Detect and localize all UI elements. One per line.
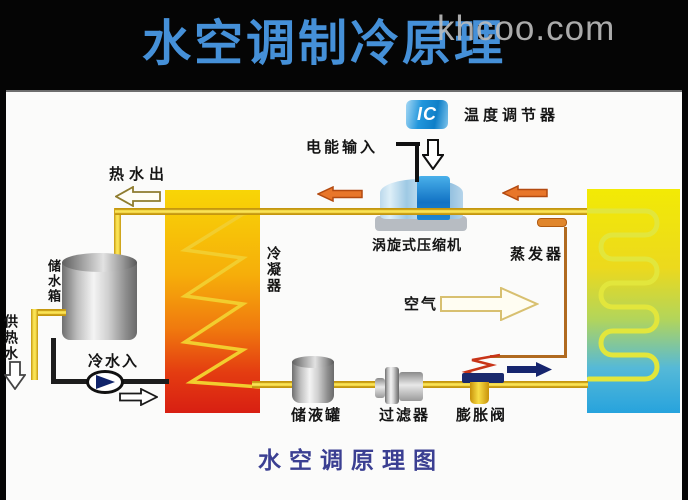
evaporator-block <box>587 189 680 413</box>
cold-water-pipe-vertical <box>51 338 56 382</box>
evaporator-label: 蒸发器 <box>510 246 565 263</box>
power-wire-horizontal <box>396 142 420 146</box>
condenser-label: 冷凝器 <box>266 246 282 294</box>
page-title: 水空调制冷原理 <box>142 17 507 71</box>
ic-controller-badge: IC <box>406 100 448 129</box>
supply-water-down-arrow-icon <box>4 361 26 390</box>
condenser-block <box>165 190 260 413</box>
left-letterbox-bar <box>0 0 6 500</box>
temperature-controller-label: 温度调节器 <box>464 107 560 124</box>
pump-flow-right-arrow-icon <box>119 388 158 406</box>
capillary-tube-horizontal <box>490 355 567 358</box>
filter-label: 过滤器 <box>379 407 431 424</box>
receiver-tank-label: 储液罐 <box>291 407 343 424</box>
water-tank-label: 储水箱 <box>46 259 61 304</box>
hot-water-out-label: 热水出 <box>109 166 170 183</box>
capillary-tube-vertical <box>564 227 567 358</box>
pipe-to-tank <box>114 208 121 260</box>
hot-water-out-arrow-icon <box>115 186 161 207</box>
compressor-label: 涡旋式压缩机 <box>372 237 462 253</box>
water-pump <box>86 370 124 394</box>
title-banner: 水空调制冷原理 khcoo.com <box>0 0 688 92</box>
sensing-bulb <box>537 218 567 227</box>
filter-inlet-stub <box>375 378 385 398</box>
air-flow-right-arrow-icon <box>440 287 539 321</box>
air-label: 空气 <box>404 296 439 313</box>
expansion-valve-label: 膨胀阀 <box>456 407 508 424</box>
condenser-coil-icon <box>179 209 260 389</box>
discharge-left-arrow-icon <box>317 186 363 202</box>
water-tank-body <box>62 262 137 340</box>
power-wire-vertical <box>415 142 419 182</box>
pump-rotor-icon <box>96 375 115 389</box>
right-letterbox-bar <box>682 0 688 500</box>
evaporator-coil-icon <box>587 208 660 382</box>
receiver-tank-body <box>292 362 334 403</box>
supply-pipe-vertical <box>31 309 38 380</box>
expansion-valve-body <box>470 382 489 404</box>
watermark-text: khcoo.com <box>437 9 616 48</box>
receiver-tank-top <box>292 356 334 368</box>
refrigerant-right-arrow-icon <box>507 362 552 377</box>
filter-flange <box>385 367 399 404</box>
water-tank-top <box>62 253 137 272</box>
ic-badge-label: IC <box>417 104 437 124</box>
cold-water-in-label: 冷水入 <box>88 353 140 370</box>
diagram-caption: 水空调原理图 <box>258 448 444 473</box>
power-input-label: 电能输入 <box>306 139 379 156</box>
hot-water-supply-label: 供热水 <box>3 314 19 362</box>
suction-left-arrow-icon <box>502 185 548 201</box>
expansion-valve-diaphragm <box>462 373 504 383</box>
supply-pipe-horizontal <box>33 309 66 316</box>
discharge-line-pipe <box>115 208 587 215</box>
power-down-arrow-icon <box>422 139 444 170</box>
filter-shell <box>399 372 423 401</box>
